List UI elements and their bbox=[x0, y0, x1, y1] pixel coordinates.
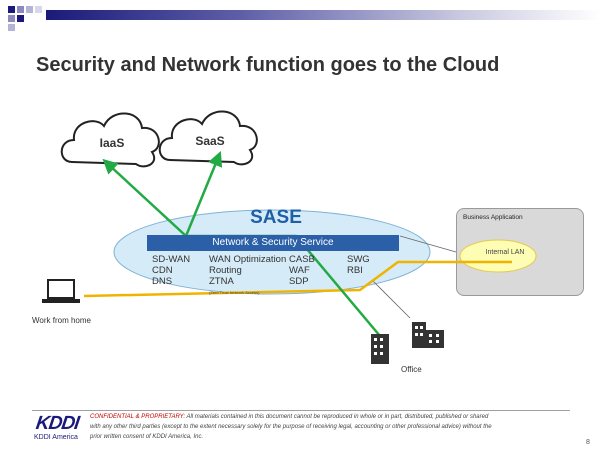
service-item: WAF bbox=[289, 265, 310, 276]
internal-lan-overlay bbox=[456, 239, 537, 273]
laptop-icon bbox=[42, 279, 80, 303]
service-item: CDN bbox=[152, 265, 173, 276]
confidential-prefix: CONFIDENTIAL & PROPRIETARY: bbox=[90, 414, 186, 420]
service-item: RBI bbox=[347, 265, 363, 276]
header-square-icon bbox=[35, 6, 42, 13]
office-building-icon bbox=[371, 322, 444, 364]
service-item: ZTNA bbox=[209, 276, 234, 287]
header-square-icon bbox=[8, 24, 15, 31]
slide-title: Security and Network function goes to th… bbox=[36, 54, 500, 76]
ztna-note: (Zero Trust Network Access) bbox=[209, 290, 260, 295]
sase-to-office-line bbox=[371, 279, 411, 319]
service-item: SDP bbox=[289, 276, 309, 287]
kddi-america-label: KDDI America bbox=[34, 434, 78, 441]
footer-divider bbox=[32, 410, 570, 411]
service-item: DNS bbox=[152, 276, 173, 287]
work-from-home-label: Work from home bbox=[32, 316, 91, 325]
network-security-service-bar: Network & Security Service bbox=[147, 235, 399, 251]
header-square-icon bbox=[17, 6, 24, 13]
header-gradient-bar bbox=[46, 10, 600, 20]
sase-ellipse bbox=[113, 209, 431, 295]
sase-to-business-line bbox=[399, 235, 457, 253]
sase-to-saas-path bbox=[184, 151, 223, 237]
saas-cloud-icon bbox=[158, 110, 258, 166]
service-item: Routing bbox=[209, 265, 242, 276]
service-item: CASB bbox=[289, 254, 315, 265]
header-square-icon bbox=[8, 15, 15, 22]
business-application-label: Business Application bbox=[463, 214, 523, 221]
service-item: WAN Optimization bbox=[209, 254, 287, 265]
office-label: Office bbox=[401, 365, 422, 374]
services-column-3: CASB WAF SDP bbox=[289, 254, 315, 287]
kddi-logo: KDDI bbox=[34, 413, 80, 434]
services-column-4: SWG RBI bbox=[347, 254, 370, 276]
internal-lan-label: Internal LAN bbox=[485, 249, 525, 256]
services-column-1: SD-WAN CDN DNS bbox=[152, 254, 190, 287]
header-square-icon bbox=[8, 6, 15, 13]
iaas-label: IaaS bbox=[99, 136, 125, 150]
saas-label: SaaS bbox=[195, 134, 225, 148]
header-square-icon bbox=[26, 6, 33, 13]
confidential-notice: CONFIDENTIAL & PROPRIETARY: All material… bbox=[90, 412, 500, 442]
iaas-cloud-icon bbox=[60, 112, 160, 168]
sase-label: SASE bbox=[250, 207, 302, 228]
page-number: 8 bbox=[586, 439, 590, 446]
services-column-2: WAN Optimization Routing ZTNA (Zero Trus… bbox=[209, 254, 286, 298]
confidential-text: All materials contained in this document… bbox=[90, 414, 492, 440]
header-square-icon bbox=[17, 15, 24, 22]
service-item: SWG bbox=[347, 254, 370, 265]
home-to-lan-path bbox=[83, 260, 500, 298]
service-item: SD-WAN bbox=[152, 254, 191, 265]
